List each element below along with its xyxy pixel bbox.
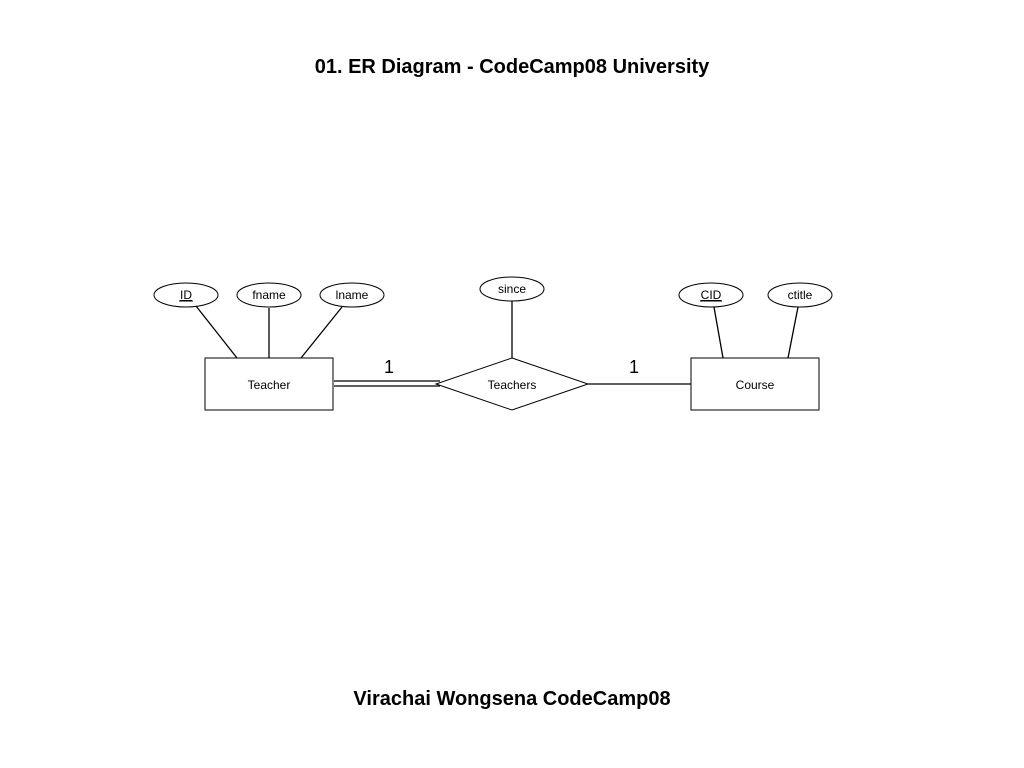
attribute-fname-label: fname (252, 288, 286, 302)
attribute-lname-ellipse (319, 282, 385, 308)
entity-course[interactable]: Course (690, 357, 820, 411)
entity-teacher-label: Teacher (248, 378, 291, 392)
attribute-cid-label: CID (701, 288, 722, 302)
cardinality-teacher-side: 1 (384, 357, 394, 377)
attribute-id[interactable]: ID (153, 282, 219, 308)
attribute-fname-ellipse (236, 282, 302, 308)
attribute-cid[interactable]: CID (678, 282, 744, 308)
attribute-id-ellipse (153, 282, 219, 308)
entity-teacher-box (204, 357, 334, 411)
relationship-diamond (434, 357, 590, 411)
attribute-ctitle[interactable]: ctitle (767, 282, 833, 308)
edge-id-teacher (195, 305, 238, 359)
attribute-since-label: since (498, 282, 526, 296)
attribute-id-label: ID (180, 288, 192, 302)
entity-teacher[interactable]: Teacher (204, 357, 334, 411)
attribute-fname[interactable]: fname (236, 282, 302, 308)
edge-ctitle-course (787, 306, 799, 359)
attribute-lname-label: lname (336, 288, 369, 302)
attribute-since-ellipse (479, 276, 545, 302)
attribute-lname[interactable]: lname (319, 282, 385, 308)
entity-course-box (690, 357, 820, 411)
page-title: 01. ER Diagram - CodeCamp08 University (314, 56, 710, 78)
attribute-ctitle-label: ctitle (788, 288, 813, 302)
relationship-label: Teachers (488, 378, 537, 392)
attribute-since[interactable]: since (479, 276, 545, 302)
edge-cid-course (713, 306, 724, 359)
cardinality-course-side: 1 (629, 357, 639, 377)
page-footer: Virachai Wongsena CodeCamp08 (353, 688, 671, 710)
attribute-cid-ellipse (678, 282, 744, 308)
relationship-teachers[interactable]: Teachers (434, 357, 590, 411)
attribute-ctitle-ellipse (767, 282, 833, 308)
edge-lname-teacher (300, 306, 343, 359)
entity-course-label: Course (736, 378, 775, 392)
